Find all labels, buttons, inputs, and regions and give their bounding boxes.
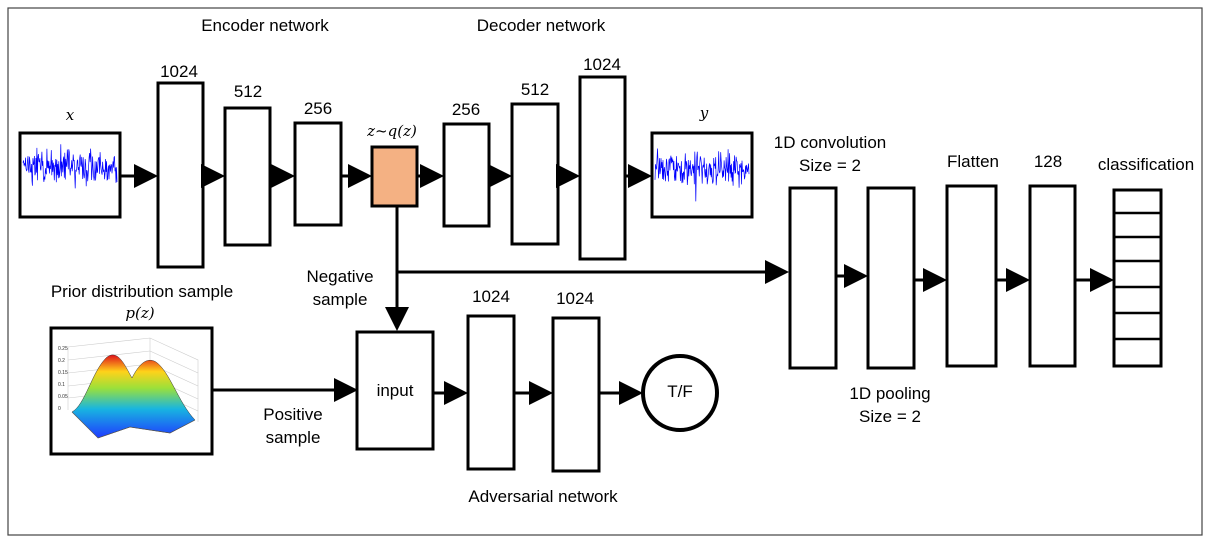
output-signal-waveform	[654, 148, 750, 202]
input-signal-frame	[18, 131, 122, 219]
prior-plot-ticks: 0.25 0.2 0.15 0.1 0.05 0	[58, 346, 68, 412]
adversarial-1024-label-b: 1024	[556, 289, 594, 308]
outer-frame	[7, 7, 1203, 536]
output-y-label: y	[699, 104, 709, 122]
encoder-layer-512	[223, 106, 272, 247]
dense-128-layer	[1028, 184, 1077, 368]
latent-label: z~q(z)	[367, 122, 417, 140]
pooling-label-line1: 1D pooling	[849, 384, 931, 403]
decoder-512-label: 512	[520, 80, 550, 99]
encoder-1024-label: 1024	[160, 62, 198, 81]
negative-sample-label-line2: sample	[312, 290, 368, 309]
dense-128-label: 128	[1033, 152, 1063, 171]
flatten-layer	[945, 184, 998, 368]
classification-output-stack	[1112, 188, 1163, 368]
input-x-label: x	[65, 106, 75, 124]
prior-label: p(z)	[125, 304, 155, 322]
conv-label-line1: 1D convolution	[773, 133, 887, 152]
decoder-title: Decoder network	[476, 16, 606, 35]
output-signal-y	[650, 131, 754, 219]
prior-tick-label: 0.1	[58, 382, 65, 388]
decoder-layer-1024	[578, 75, 627, 261]
pooling1d-layer	[866, 186, 916, 370]
prior-tick-label: 0.25	[58, 346, 68, 352]
decoder-1024-label: 1024	[583, 55, 621, 74]
prior-tick-label: 0.05	[58, 394, 68, 400]
discriminator-output-circle	[641, 354, 719, 432]
flatten-label: Flatten	[947, 152, 999, 171]
decoder-layer-256	[442, 122, 491, 228]
input-signal-x	[18, 131, 122, 219]
conv1d-layer	[788, 186, 838, 370]
conv-label-line2: Size = 2	[799, 156, 861, 175]
prior-tick-label: 0.15	[58, 370, 68, 376]
positive-sample-label-line1: Positive	[263, 405, 323, 424]
encoder-512-label: 512	[233, 82, 263, 101]
classification-output-frame	[1112, 188, 1163, 368]
adversarial-title: Adversarial network	[468, 487, 618, 506]
pooling-label-line2: Size = 2	[859, 407, 921, 426]
adversarial-layer-1024-b	[551, 316, 601, 473]
encoder-layer-256	[293, 121, 343, 227]
encoder-title: Encoder network	[201, 16, 329, 35]
adversarial-layer-1024-a	[466, 314, 516, 471]
negative-sample-label-line1: Negative	[306, 267, 374, 286]
prior-surface	[71, 354, 196, 439]
adversarial-input-label: input	[376, 381, 414, 400]
adversarial-1024-label-a: 1024	[472, 287, 510, 306]
prior-tick-label: 0	[58, 406, 61, 412]
encoder-256-label: 256	[303, 99, 333, 118]
discriminator-output-label: T/F	[667, 382, 693, 401]
positive-sample-label-line2: sample	[265, 428, 321, 447]
prior-surface-base	[71, 411, 196, 439]
decoder-256-label: 256	[451, 100, 481, 119]
prior-title: Prior distribution sample	[50, 282, 234, 301]
encoder-layer-1024	[156, 81, 205, 269]
input-signal-waveform	[22, 144, 118, 189]
latent-z-box	[370, 145, 419, 208]
prior-distribution-plot: 0.25 0.2 0.15 0.1 0.05 0	[49, 326, 214, 456]
prior-tick-label: 0.2	[58, 358, 65, 364]
decoder-layer-512	[510, 102, 560, 246]
classification-label: classification	[1097, 155, 1195, 174]
adversarial-input-box	[355, 330, 435, 451]
